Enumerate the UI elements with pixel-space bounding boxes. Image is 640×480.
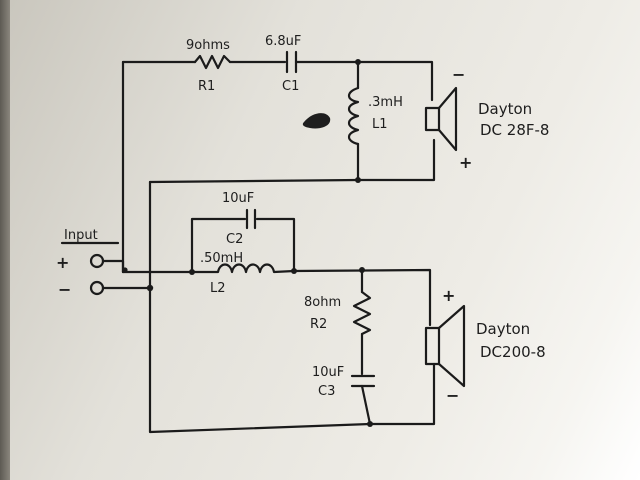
resistor-r2 bbox=[352, 290, 372, 336]
l1-name: L1 bbox=[372, 117, 388, 132]
ink-scribble bbox=[302, 113, 331, 129]
c1-name: C1 bbox=[282, 79, 299, 94]
c3-name: C3 bbox=[318, 384, 335, 399]
wire-c2-loop bbox=[190, 217, 296, 274]
input-plus-terminal[interactable] bbox=[89, 253, 105, 269]
wire-c3-bottom bbox=[360, 384, 372, 426]
inductor-l2 bbox=[190, 263, 296, 274]
woofer-plus: + bbox=[442, 286, 455, 305]
wire-top-return bbox=[148, 138, 436, 184]
woofer-minus: − bbox=[446, 386, 459, 405]
wire-input-plus bbox=[101, 259, 125, 274]
tweeter-minus: − bbox=[452, 65, 465, 84]
l2-name: L2 bbox=[210, 281, 226, 296]
inductor-l1 bbox=[347, 86, 360, 146]
wire-to-tweeter-neg bbox=[356, 60, 434, 102]
l2-value: .50mH bbox=[200, 251, 243, 266]
r1-value: 9ohms bbox=[186, 38, 230, 53]
tweeter-brand: Dayton bbox=[478, 100, 532, 118]
l1-value: .3mH bbox=[368, 95, 403, 110]
c2-value: 10uF bbox=[222, 191, 254, 206]
r2-name: R2 bbox=[310, 317, 327, 332]
capacitor-c2 bbox=[245, 208, 257, 230]
capacitor-c3 bbox=[350, 374, 376, 388]
tweeter-speaker bbox=[424, 86, 458, 152]
c2-name: C2 bbox=[226, 232, 243, 247]
c1-value: 6.8uF bbox=[265, 34, 301, 49]
resistor-r1 bbox=[193, 54, 232, 70]
input-minus-terminal[interactable] bbox=[89, 280, 105, 296]
tweeter-plus: + bbox=[459, 153, 472, 172]
woofer-speaker bbox=[424, 304, 466, 388]
wire-bottom-upper bbox=[292, 268, 432, 327]
table-edge bbox=[0, 0, 10, 480]
input-label: Input bbox=[64, 228, 98, 243]
input-plus: + bbox=[56, 253, 69, 272]
r2-value: 8ohm bbox=[304, 295, 341, 310]
c3-value: 10uF bbox=[312, 365, 344, 380]
r1-name: R1 bbox=[198, 79, 215, 94]
input-minus: − bbox=[58, 280, 71, 299]
capacitor-c1 bbox=[285, 50, 298, 74]
wire-bottom-return bbox=[148, 286, 436, 434]
woofer-brand: Dayton bbox=[476, 320, 530, 338]
woofer-model: DC200-8 bbox=[480, 343, 546, 361]
tweeter-model: DC 28F-8 bbox=[480, 121, 549, 139]
